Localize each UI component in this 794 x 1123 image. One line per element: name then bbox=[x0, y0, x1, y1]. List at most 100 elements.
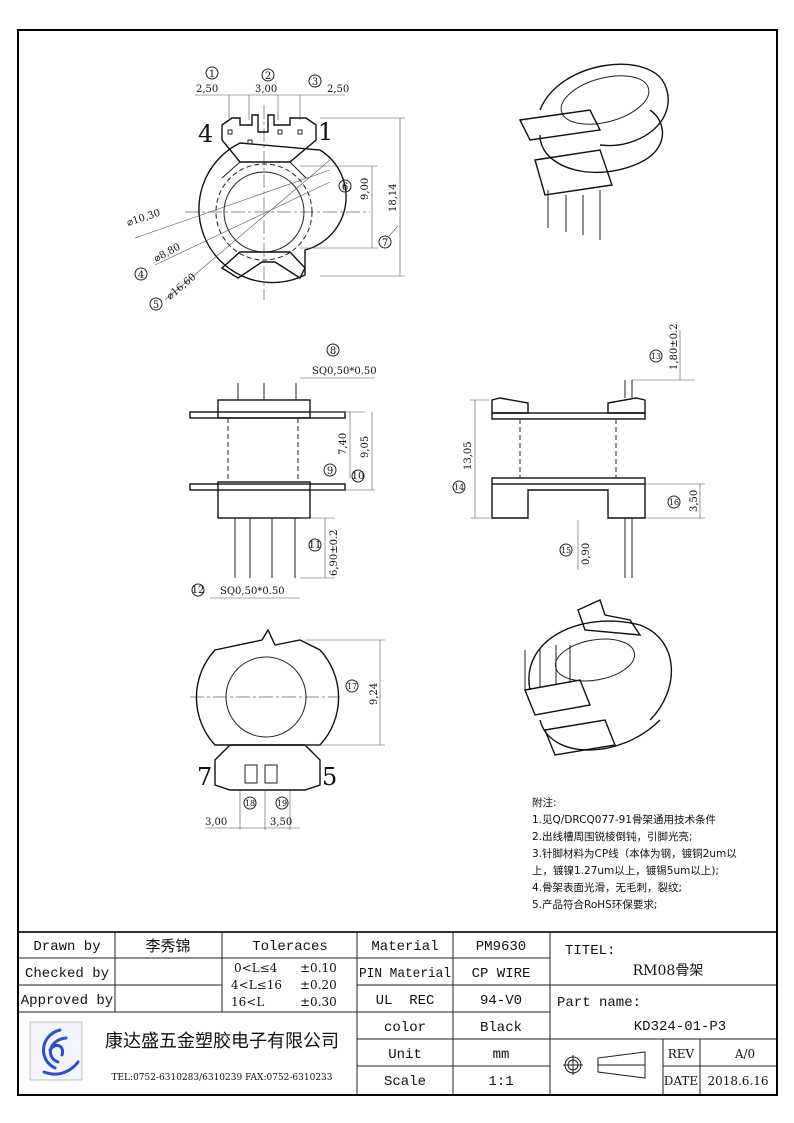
dim-bottom-height: 9,24 bbox=[369, 683, 380, 705]
svg-text:6: 6 bbox=[342, 182, 348, 193]
svg-text:3: 3 bbox=[312, 77, 318, 88]
dim-d2: ⌀8,80 bbox=[152, 242, 182, 265]
dim-h-total: 18,14 bbox=[388, 183, 399, 212]
dim-d1: ⌀10,30 bbox=[126, 208, 162, 229]
svg-text:10: 10 bbox=[352, 471, 365, 482]
drawn-by-label: Drawn by bbox=[33, 939, 100, 955]
title-block: Drawn by 李秀锦 Checked by Approved by Tole… bbox=[17, 931, 778, 1096]
spec-label-scale: Scale bbox=[384, 1074, 426, 1090]
svg-text:18: 18 bbox=[245, 799, 255, 808]
dim-h2: 9,05 bbox=[360, 436, 371, 458]
title-label: TITEL: bbox=[565, 943, 615, 959]
svg-text:1: 1 bbox=[209, 69, 215, 80]
dim-w3: 2,50 bbox=[327, 84, 349, 95]
svg-text:4: 4 bbox=[138, 270, 144, 281]
dim-bottom-w1: 3,00 bbox=[205, 817, 227, 828]
pin-label-7: 7 bbox=[197, 763, 212, 791]
tolerance-value: ±0.20 bbox=[300, 978, 337, 992]
spec-label-material: Material bbox=[371, 939, 438, 955]
drawing-title: RM08骨架 bbox=[633, 963, 704, 979]
side-view: SQ0,50*0.50 7,40 9,05 6,90±0.2 SQ0,50*0.… bbox=[189, 343, 377, 599]
callout-16: 16 bbox=[667, 495, 681, 509]
svg-text:5: 5 bbox=[153, 300, 159, 311]
svg-text:16: 16 bbox=[669, 498, 679, 507]
iso-view-top bbox=[518, 63, 669, 240]
callout-7: 7 bbox=[378, 235, 392, 249]
svg-text:15: 15 bbox=[561, 546, 571, 555]
company-logo bbox=[29, 1021, 83, 1081]
svg-text:17: 17 bbox=[347, 682, 357, 691]
svg-text:19: 19 bbox=[277, 799, 287, 808]
company-contact: TEL:0752-6310283/6310239 FAX:0752-631023… bbox=[111, 1073, 332, 1083]
dim-d3: ⌀16,60 bbox=[165, 272, 199, 303]
dim-end-pin-h: 3,50 bbox=[689, 490, 700, 512]
spec-value-scale: 1:1 bbox=[488, 1074, 513, 1090]
dim-end-pin-top: 1,80±0.2 bbox=[669, 323, 680, 370]
iso-view-bottom bbox=[524, 599, 672, 756]
callout-5: 5 bbox=[149, 297, 163, 311]
part-name: KD324-01-P3 bbox=[634, 1019, 726, 1035]
spec-value-color: Black bbox=[480, 1020, 522, 1036]
rev-label: REV bbox=[668, 1047, 695, 1061]
note-item: 3.针脚材料为CP线（本体为钢，镀铜2um以 bbox=[532, 847, 737, 860]
callout-10: 10 bbox=[351, 469, 365, 483]
tolerance-range: 4<L≤16 bbox=[231, 978, 282, 992]
note-item: 上，镀镍1.27um以上，镀锡5um以上); bbox=[532, 864, 719, 877]
svg-text:9: 9 bbox=[327, 466, 333, 477]
callout-1: 1 bbox=[205, 66, 219, 80]
spec-label-unit: Unit bbox=[388, 1047, 422, 1063]
spec-label-ul: UL REC bbox=[376, 993, 435, 1009]
dim-w1: 2,50 bbox=[196, 84, 218, 95]
svg-text:12: 12 bbox=[192, 585, 205, 596]
approved-by-label: Approved by bbox=[21, 993, 113, 1009]
notes: 附注: 1.见Q/DRCQ077-91骨架通用技术条件 2.出线槽周围锐棱倒钝，… bbox=[532, 796, 737, 911]
drawn-by-value: 李秀锦 bbox=[145, 937, 190, 955]
note-item: 2.出线槽周围锐棱倒钝，引脚光亮; bbox=[532, 830, 693, 843]
date-label: DATE bbox=[664, 1074, 698, 1088]
top-view: 2,50 3,00 2,50 4 1 9,00 18,14 ⌀10,30 ⌀8,… bbox=[126, 66, 405, 311]
date-value: 2018.6.16 bbox=[707, 1074, 768, 1088]
end-view: 1,80±0.2 13,05 0,90 3,50 13 14 15 16 bbox=[452, 323, 705, 578]
spec-label-pin-material: PIN Material bbox=[359, 966, 451, 982]
tolerances-label: Toleraces bbox=[252, 939, 328, 955]
callout-9: 9 bbox=[323, 463, 337, 477]
dim-w2: 3,00 bbox=[255, 84, 277, 95]
svg-text:7: 7 bbox=[382, 238, 388, 249]
svg-text:11: 11 bbox=[309, 540, 322, 551]
svg-text:13: 13 bbox=[651, 352, 661, 361]
dim-pin-top: SQ0,50*0.50 bbox=[312, 366, 377, 377]
company-name: 康达盛五金塑胶电子有限公司 bbox=[105, 1031, 339, 1052]
spec-value-pin-material: CP WIRE bbox=[472, 966, 531, 982]
dim-h-inner: 9,00 bbox=[360, 178, 371, 200]
note-item: 1.见Q/DRCQ077-91骨架通用技术条件 bbox=[532, 813, 716, 826]
svg-text:8: 8 bbox=[330, 346, 336, 357]
callout-13: 13 bbox=[649, 349, 663, 363]
callout-19: 19 bbox=[275, 796, 289, 810]
bottom-view: 7 5 9,24 3,00 3,50 17 18 19 bbox=[190, 628, 385, 830]
callout-3: 3 bbox=[308, 74, 322, 88]
tolerance-value: ±0.10 bbox=[300, 961, 337, 975]
pin-label-4: 4 bbox=[198, 120, 213, 148]
tolerance-range: 16<L bbox=[231, 995, 264, 1009]
tolerance-value: ±0.30 bbox=[300, 995, 337, 1009]
checked-by-label: Checked by bbox=[25, 966, 109, 982]
svg-text:2: 2 bbox=[265, 71, 271, 82]
spec-label-color: color bbox=[384, 1020, 426, 1036]
note-item: 5.产品符合RoHS环保要求; bbox=[532, 898, 657, 911]
spec-value-material: PM9630 bbox=[476, 939, 526, 955]
dim-end-offset: 0,90 bbox=[581, 543, 592, 565]
callout-17: 17 bbox=[345, 679, 359, 693]
callout-6: 6 bbox=[338, 179, 352, 193]
dim-pin-len: 6,90±0.2 bbox=[329, 529, 340, 576]
note-item: 4.骨架表面光滑，无毛刺，裂纹; bbox=[532, 881, 682, 894]
notes-title: 附注: bbox=[532, 796, 557, 809]
svg-text:14: 14 bbox=[454, 483, 464, 492]
callout-15: 15 bbox=[559, 543, 573, 557]
dim-h1: 7,40 bbox=[338, 433, 349, 455]
callout-14: 14 bbox=[452, 480, 466, 494]
callout-12: 12 bbox=[191, 583, 205, 597]
tolerance-range: 0<L≤4 bbox=[234, 961, 278, 975]
spec-value-ul: 94-V0 bbox=[480, 993, 522, 1009]
callout-8: 8 bbox=[326, 343, 340, 357]
